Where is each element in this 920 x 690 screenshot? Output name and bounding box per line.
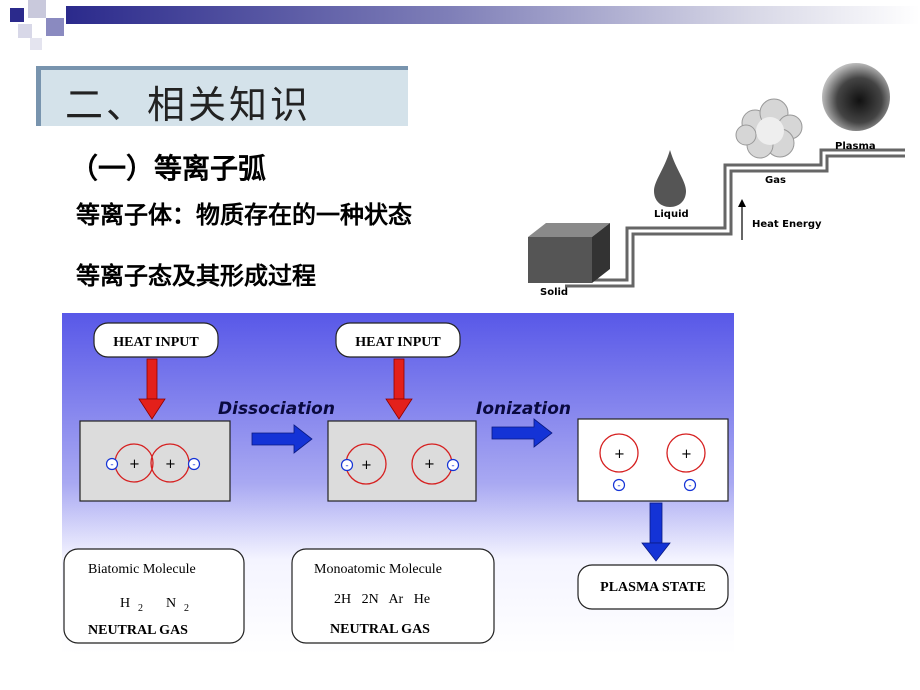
plasma-sphere-icon xyxy=(822,63,890,131)
heat-input-box xyxy=(93,322,219,358)
neutral-gas-label: NEUTRAL GAS xyxy=(330,622,430,637)
plus-sign: + xyxy=(129,457,140,472)
plasma-state-arrow-icon xyxy=(641,502,671,562)
dissociation-arrow-icon xyxy=(251,424,313,454)
electron-circle xyxy=(340,458,354,472)
electron-circle xyxy=(105,457,119,471)
label-liquid: Liquid xyxy=(654,209,689,220)
minus-sign: - xyxy=(617,481,620,491)
decor-square xyxy=(10,8,24,22)
heat-input-box xyxy=(335,322,461,358)
heat-arrow-icon xyxy=(138,358,166,420)
label-gas: Gas xyxy=(765,175,786,186)
formula-h: H xyxy=(120,596,130,611)
header-gradient-bar xyxy=(66,6,920,24)
monoatomic-molecule-box xyxy=(291,548,495,644)
gas-cloud-icon xyxy=(735,98,803,159)
electron-circle xyxy=(446,458,460,472)
plasma-state-label: PLASMA STATE xyxy=(600,580,706,595)
dissociation-label: Dissociation xyxy=(218,399,335,419)
electron-circle xyxy=(612,478,626,492)
decor-square xyxy=(30,38,42,50)
molecule-box-monoatomic xyxy=(327,420,477,502)
plus-sign: + xyxy=(681,447,692,462)
nucleus-circle xyxy=(666,433,706,473)
text-line-plasma-definition: 等离子体：物质存在的一种状态 xyxy=(76,201,412,229)
slide-title: 二、相关知识 xyxy=(65,83,312,127)
plus-sign: + xyxy=(361,458,372,473)
plus-sign: + xyxy=(165,457,176,472)
minus-sign: - xyxy=(688,481,691,491)
minus-sign: - xyxy=(192,460,195,470)
plasma-state-box xyxy=(577,564,729,610)
ionization-arrow-icon xyxy=(491,418,553,448)
electron-circle xyxy=(683,478,697,492)
states-of-matter-figure: Solid Liquid Gas Plasma Heat Energy xyxy=(528,63,905,298)
decor-square xyxy=(18,24,32,38)
nucleus-circle xyxy=(599,433,639,473)
minus-sign: - xyxy=(345,461,348,471)
molecule-box-plasma xyxy=(577,418,729,502)
minus-sign: - xyxy=(110,460,113,470)
molecule-box-biatomic xyxy=(79,420,231,502)
formula-n: N xyxy=(166,596,176,611)
heat-arrow-icon xyxy=(385,358,413,420)
solid-cube-icon xyxy=(528,223,610,283)
label-heat-energy: Heat Energy xyxy=(752,219,822,230)
plasma-formation-diagram: HEAT INPUT HEAT INPUT + + Dissociation +… xyxy=(62,313,734,655)
decor-square xyxy=(46,18,64,36)
monoatomic-species: 2H 2N Ar He xyxy=(334,592,430,607)
heat-input-label: HEAT INPUT xyxy=(113,335,199,350)
label-solid: Solid xyxy=(540,287,568,298)
label-plasma: Plasma xyxy=(835,141,876,152)
text-line-plasma-formation: 等离子态及其形成过程 xyxy=(76,262,316,290)
slide-subtitle: （一）等离子弧 xyxy=(70,152,267,185)
heat-input-label: HEAT INPUT xyxy=(355,335,441,350)
decor-square xyxy=(28,0,46,18)
formula-subscript: 2 xyxy=(138,603,143,614)
energy-staircase xyxy=(565,148,905,288)
formula-subscript: 2 xyxy=(184,603,189,614)
neutral-gas-label: NEUTRAL GAS xyxy=(88,623,188,638)
electron-circle xyxy=(187,457,201,471)
biatomic-molecule-box xyxy=(63,548,245,644)
liquid-drop-icon xyxy=(654,150,686,207)
biatomic-title: Biatomic Molecule xyxy=(88,562,196,577)
plus-sign: + xyxy=(424,457,435,472)
ionization-label: Ionization xyxy=(476,399,571,419)
monoatomic-title: Monoatomic Molecule xyxy=(314,562,442,577)
plus-sign: + xyxy=(614,447,625,462)
title-box: 二、相关知识 xyxy=(36,66,408,127)
minus-sign: - xyxy=(451,461,454,471)
